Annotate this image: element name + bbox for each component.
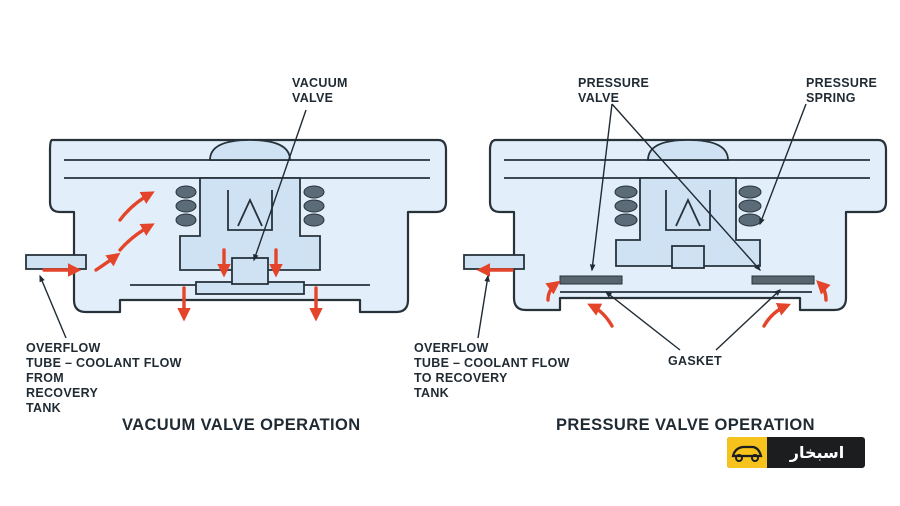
overflow-label-right-line3: TO RECOVERY bbox=[414, 371, 508, 385]
pressure-cap-drawing bbox=[463, 103, 888, 351]
overflow-tube bbox=[463, 254, 525, 270]
center-housing bbox=[179, 177, 321, 271]
vacuum-flow-arrows bbox=[42, 191, 323, 322]
vacuum-valve-caption: VACUUM VALVE OPERATION bbox=[122, 416, 361, 434]
vacuum-valve-label-line1: VACUUM bbox=[292, 76, 348, 90]
brand-logo: اسبخار bbox=[727, 437, 865, 468]
logo-text: اسبخار bbox=[789, 443, 845, 462]
pressure-spring-leader bbox=[759, 103, 807, 226]
valve-pointer bbox=[675, 197, 701, 227]
pressure-valve-stem bbox=[671, 245, 705, 269]
vacuum-valve-label-line2: VALVE bbox=[292, 91, 333, 105]
pressure-valve-label-line1: PRESSURE bbox=[578, 76, 649, 90]
vacuum-cap-drawing bbox=[25, 109, 448, 339]
pressure-valve-label-line2: VALVE bbox=[578, 91, 619, 105]
pressure-valve-leader-1 bbox=[589, 103, 613, 272]
valve-stem bbox=[665, 190, 711, 231]
pressure-valve-caption: PRESSURE VALVE OPERATION bbox=[556, 416, 815, 434]
overflow-label-left-line4: RECOVERY bbox=[26, 386, 98, 400]
gasket-left bbox=[559, 275, 623, 285]
spring-right bbox=[303, 185, 325, 227]
gasket-leader-right bbox=[715, 289, 782, 351]
overflow-label-left-line2: TUBE – COOLANT FLOW bbox=[26, 356, 182, 370]
pressure-spring-label-line1: PRESSURE bbox=[806, 76, 877, 90]
overflow-label-left-line5: TANK bbox=[26, 401, 61, 415]
spring-left bbox=[175, 185, 197, 227]
car-logo-icon bbox=[727, 437, 767, 468]
pressure-spring-label-line2: SPRING bbox=[806, 91, 856, 105]
overflow-tube bbox=[25, 254, 87, 270]
valve-pointer bbox=[237, 197, 263, 227]
gasket-leader-left bbox=[604, 291, 681, 351]
gasket-right bbox=[751, 275, 815, 285]
pressure-spring-left bbox=[614, 185, 638, 227]
overflow-label-right-line4: TANK bbox=[414, 386, 449, 400]
gasket-label: GASKET bbox=[668, 354, 722, 368]
vacuum-valve-stem bbox=[231, 257, 269, 285]
overflow-leader-left bbox=[39, 274, 67, 339]
pressure-valve-leader-2 bbox=[611, 103, 761, 272]
pressure-flow-arrows bbox=[476, 263, 831, 328]
overflow-label-right-line2: TUBE – COOLANT FLOW bbox=[414, 356, 570, 370]
overflow-leader-right bbox=[477, 274, 490, 339]
overflow-label-right-line1: OVERFLOW bbox=[414, 341, 489, 355]
overflow-label-left-line3: FROM bbox=[26, 371, 64, 385]
pressure-spring-right bbox=[738, 185, 762, 227]
vacuum-valve-leader bbox=[253, 109, 307, 262]
center-dome bbox=[209, 139, 291, 161]
overflow-label-left-line1: OVERFLOW bbox=[26, 341, 101, 355]
